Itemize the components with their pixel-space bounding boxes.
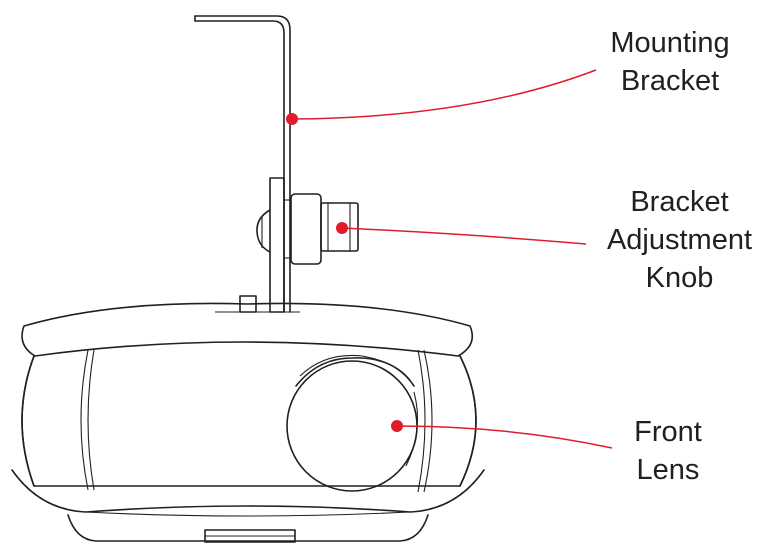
label-adjustment-knob: Bracket Adjustment Knob bbox=[592, 183, 767, 297]
label-mounting-bracket: Mounting Bracket bbox=[600, 24, 740, 100]
callout-adjustment-knob bbox=[336, 222, 587, 245]
label-line: Mounting bbox=[610, 27, 730, 59]
label-line: Bracket bbox=[630, 186, 729, 218]
label-line: Front bbox=[634, 416, 702, 448]
callout-front-lens bbox=[391, 420, 613, 449]
mounting-bracket bbox=[194, 15, 300, 313]
label-line: Lens bbox=[636, 454, 700, 486]
camera-body bbox=[11, 302, 485, 543]
callout-mounting-bracket bbox=[286, 69, 597, 125]
label-line: Adjustment bbox=[606, 224, 753, 256]
label-front-lens: Front Lens bbox=[610, 413, 726, 489]
adjustment-knob bbox=[256, 193, 359, 265]
label-line: Knob bbox=[645, 262, 714, 294]
label-line: Bracket bbox=[620, 65, 720, 97]
